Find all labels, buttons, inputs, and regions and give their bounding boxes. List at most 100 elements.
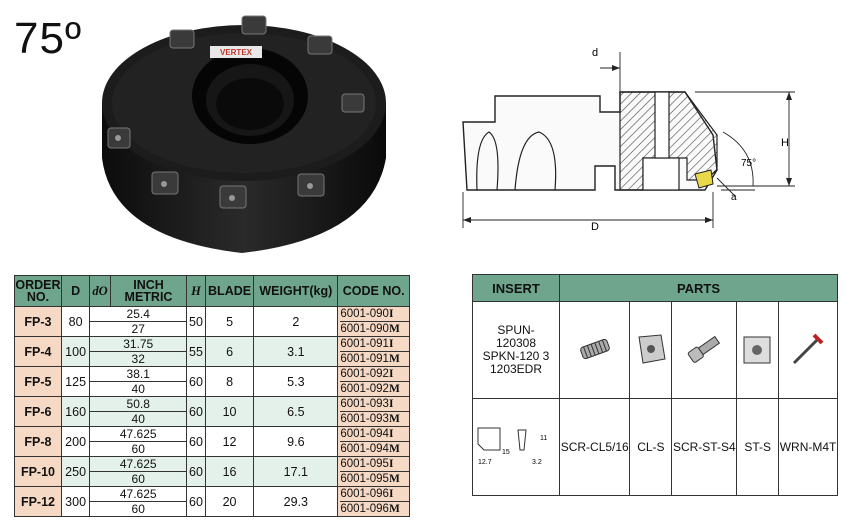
bore-metric: 27 (131, 322, 145, 336)
bore-inch: 31.75 (90, 337, 187, 352)
insert-dim-b: 15 (502, 449, 510, 456)
order-no: FP-5 (14, 366, 62, 397)
code-metric: 6001-092 (340, 383, 389, 395)
screw-icon (579, 338, 610, 359)
height-H: 55 (186, 336, 206, 367)
brand-label (210, 46, 262, 58)
code-metric: 6001-090 (340, 323, 389, 335)
order-no: FP-4 (14, 336, 62, 367)
code-suffix-i: I (388, 368, 394, 380)
code-suffix-i: I (388, 428, 394, 440)
code-metric: 6001-096 (340, 503, 389, 515)
diameter-D: 200 (60, 426, 91, 457)
code-suffix-i: I (388, 308, 394, 320)
bore-metric: 60 (131, 442, 145, 456)
height-H: 60 (186, 486, 206, 517)
diameter-D: 100 (60, 336, 91, 367)
code-suffix-i: I (388, 338, 394, 350)
diameter-D: 125 (60, 366, 91, 397)
label-D: D (591, 221, 599, 233)
bore-metric: 60 (131, 472, 145, 486)
bore-metric: 60 (131, 502, 145, 516)
code-metric: 6001-094 (340, 443, 389, 455)
part-name: CL-S (629, 398, 673, 496)
wrench-icon (793, 333, 824, 364)
bore-metric: 32 (131, 352, 145, 366)
blade-count: 8 (204, 366, 255, 397)
bore-inch: 25.4 (90, 307, 187, 322)
code-inch: 6001-091 (340, 338, 389, 350)
order-no: FP-8 (14, 426, 62, 457)
code-inch: 6001-092 (340, 368, 389, 380)
diameter-D: 300 (60, 486, 91, 517)
header-weight: WEIGHT(kg) (253, 275, 339, 307)
code-suffix-i: I (388, 488, 394, 500)
code-inch: 6001-094 (340, 428, 389, 440)
clamp-icon (638, 333, 666, 364)
part-name: SCR-CL5/16 (558, 398, 631, 496)
order-no: FP-3 (14, 306, 62, 337)
code-metric: 6001-095 (340, 473, 389, 485)
insert-line: SPUN- (497, 323, 535, 337)
code-suffix-i: I (388, 458, 394, 470)
header-blade: BLADE (204, 275, 255, 307)
label-d: d (592, 47, 598, 59)
part-name: SCR-ST-S4 (671, 398, 738, 496)
height-H: 60 (186, 426, 206, 457)
order-no: FP-10 (14, 456, 62, 487)
blade-count: 12 (204, 426, 255, 457)
bore-inch: 47.625 (90, 457, 187, 472)
insert-dimension-sketch: 12.7 15 3.2 11 (472, 398, 560, 496)
part-image-screw (558, 301, 631, 399)
part-image-shim (736, 301, 780, 399)
header-d: dO (89, 275, 111, 307)
brand-text: VERTEX (220, 48, 253, 57)
insert-line: 1203EDR (489, 362, 543, 376)
code-inch: 6001-093 (340, 398, 389, 410)
bore-inch: 50.8 (90, 397, 187, 412)
weight: 6.5 (253, 396, 339, 427)
insert-dim-a: 12.7 (478, 459, 492, 466)
order-no: FP-6 (14, 396, 62, 427)
code-inch: 6001-095 (340, 458, 389, 470)
header-order-no: ORDER NO. (14, 275, 62, 307)
bore-metric: 40 (131, 382, 145, 396)
weight: 3.1 (253, 336, 339, 367)
blade-count: 16 (204, 456, 255, 487)
insert-line: 120308 (495, 336, 537, 350)
shim-icon (743, 336, 771, 363)
insert-dim-d: 11 (540, 435, 547, 442)
bore-inch: 47.625 (90, 427, 187, 442)
code-suffix-m: M (388, 473, 400, 485)
header-inch-metric: INCH METRIC (109, 275, 188, 307)
height-H: 60 (186, 456, 206, 487)
insert-dim-c: 3.2 (532, 459, 542, 466)
part-image-wrench (778, 301, 838, 399)
blade-count: 6 (204, 336, 255, 367)
diameter-D: 160 (60, 396, 91, 427)
blade-count: 10 (204, 396, 255, 427)
code-suffix-m: M (388, 503, 400, 515)
technical-drawing: D d H 75° a (462, 47, 795, 233)
cutter-photo: VERTEX (102, 15, 386, 253)
code-inch: 6001-096 (340, 488, 389, 500)
header-code-no: CODE NO. (337, 275, 410, 307)
part-image-clamp-screw (671, 301, 738, 399)
blade-count: 20 (204, 486, 255, 517)
bore-inch: 38.1 (90, 367, 187, 382)
header-insert: INSERT (472, 274, 560, 302)
clamp-screw-icon (688, 335, 721, 363)
